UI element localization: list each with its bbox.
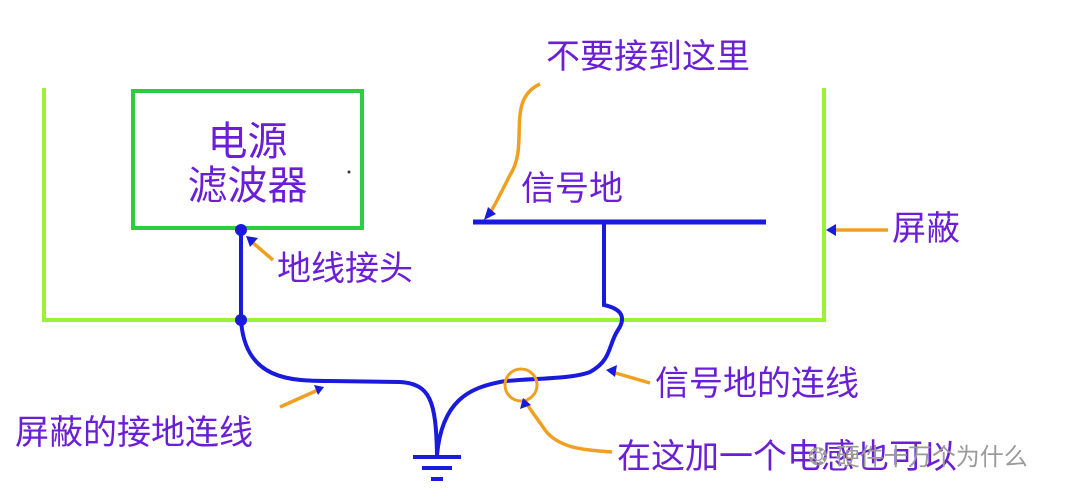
leader-signal-ground-wire bbox=[611, 370, 651, 385]
label-ground-terminal: 地线接头 bbox=[277, 249, 413, 289]
label-signal-ground: 信号地 bbox=[521, 169, 623, 209]
leader-not-here bbox=[488, 82, 541, 214]
wechat-icon: ❂ bbox=[808, 443, 829, 471]
signal-ground-wire bbox=[435, 222, 624, 456]
capacitor-position-marker bbox=[503, 367, 539, 403]
arrowhead-shield-ground-wire bbox=[314, 385, 324, 395]
leader-capacitor bbox=[524, 401, 613, 454]
earth-ground-icon bbox=[413, 440, 461, 481]
watermark: ❂ 硬件十万个为什么 bbox=[808, 437, 1028, 472]
label-signal-ground-wire: 信号地的连线 bbox=[655, 364, 859, 404]
arrowhead-capacitor bbox=[520, 398, 531, 409]
arrowhead-shield bbox=[826, 224, 836, 236]
power-filter-label: 电源 滤波器 bbox=[133, 120, 362, 208]
label-shield-ground-wire: 屏蔽的接地连线 bbox=[15, 413, 253, 453]
leader-shield-ground-wire bbox=[279, 388, 319, 409]
arrowhead-ground-terminal bbox=[246, 236, 258, 247]
arrowhead-not-here bbox=[484, 207, 496, 220]
watermark-text: 硬件十万个为什么 bbox=[835, 443, 1028, 471]
label-not-here: 不要接到这里 bbox=[546, 37, 750, 77]
label-capacitor: 在这加一个电感也可以 bbox=[617, 437, 957, 477]
power-filter-box bbox=[131, 89, 364, 230]
label-shield: 屏蔽 bbox=[892, 209, 960, 249]
leader-ground-terminal bbox=[250, 240, 275, 262]
power-filter-line2: 滤波器 bbox=[187, 163, 308, 209]
shield-outline bbox=[42, 88, 826, 322]
arrowhead-signal-ground-wire bbox=[606, 365, 617, 377]
power-filter-line1: 电源 bbox=[207, 119, 288, 165]
shield-ground-wire bbox=[239, 319, 439, 456]
stray-dot bbox=[347, 170, 351, 174]
